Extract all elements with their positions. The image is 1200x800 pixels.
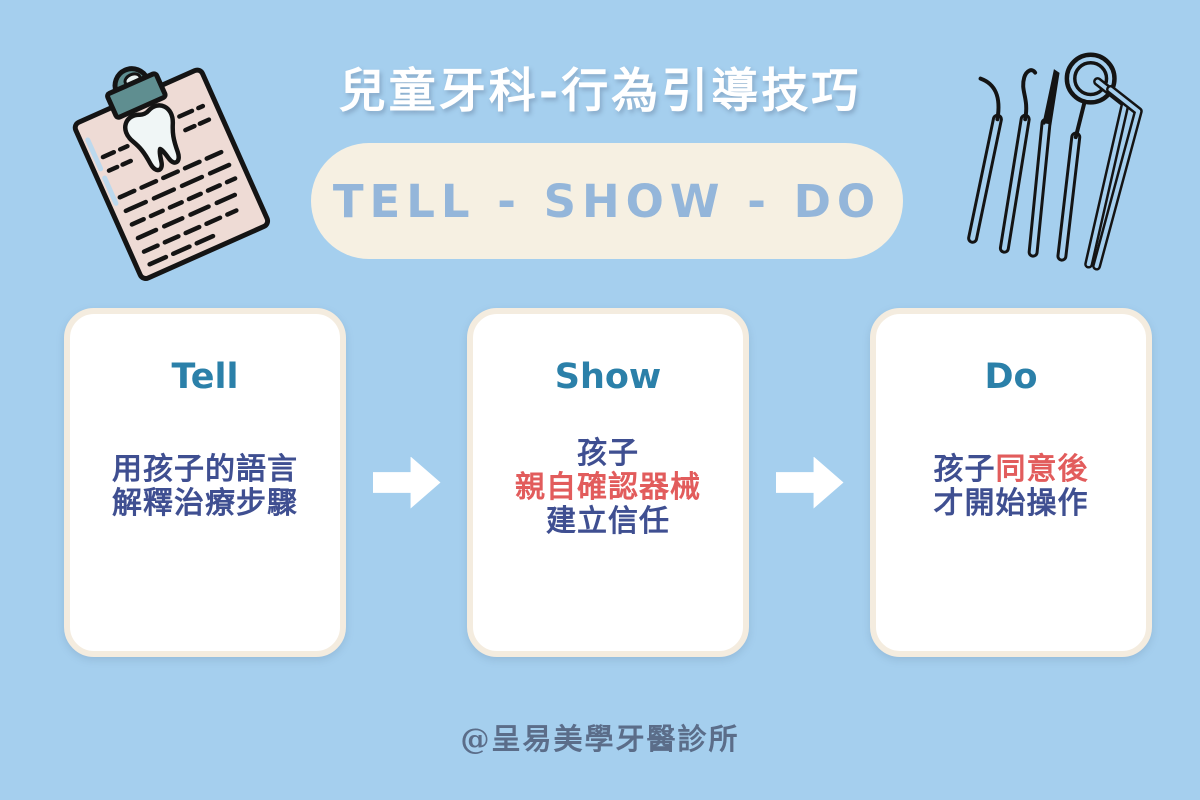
card-body: 用孩子的語言 解釋治療步驟 — [70, 453, 340, 521]
banner-label: TELL - SHOW - DO — [332, 174, 882, 228]
card-heading: Do — [984, 357, 1038, 397]
body-text-segment: 孩子 — [933, 452, 996, 487]
body-text-segment: 孩子 — [577, 436, 639, 471]
body-text-segment: 同意後 — [995, 452, 1089, 487]
clipboard-tooth-svg — [72, 66, 271, 281]
arrow-right-icon — [775, 456, 844, 509]
clipboard-tooth-icon — [55, 28, 283, 281]
card-tell: Tell 用孩子的語言 解釋治療步驟 — [64, 308, 346, 657]
card-body-line: 才開始操作 — [876, 487, 1146, 521]
body-text-segment: 解釋治療步驟 — [112, 486, 298, 521]
body-text-segment: 建立信任 — [546, 504, 670, 539]
card-body-line: 親自確認器械 — [473, 471, 743, 505]
body-text-segment: 才開始操作 — [933, 486, 1089, 521]
card-body-line: 孩子同意後 — [876, 453, 1146, 487]
body-text-segment: 用孩子的語言 — [112, 452, 298, 487]
card-heading: Show — [554, 357, 662, 397]
card-body-line: 解釋治療步驟 — [70, 487, 340, 521]
clinic-credit: @呈易美學牙醫診所 — [460, 722, 740, 756]
page-title: 兒童牙科-行為引導技巧 — [338, 64, 862, 119]
card-body: 孩子 親自確認器械 建立信任 — [473, 437, 743, 539]
arrow-right-icon — [372, 456, 441, 509]
card-do: Do 孩子同意後 才開始操作 — [870, 308, 1152, 657]
card-body-line: 建立信任 — [473, 505, 743, 539]
body-text-segment: 親自確認器械 — [515, 470, 701, 505]
dental-tools-icon — [925, 20, 1173, 282]
flow-row: Tell 用孩子的語言 解釋治療步驟 Show 孩子 親自確認器械 建立信任 D — [64, 308, 1152, 657]
card-body-line: 孩子 — [473, 437, 743, 471]
card-show: Show 孩子 親自確認器械 建立信任 — [467, 308, 749, 657]
dental-tools-svg — [967, 52, 1143, 271]
tell-show-do-banner: TELL - SHOW - DO — [311, 143, 903, 259]
card-body-line: 用孩子的語言 — [70, 453, 340, 487]
card-heading: Tell — [171, 357, 239, 397]
card-body: 孩子同意後 才開始操作 — [876, 453, 1146, 521]
